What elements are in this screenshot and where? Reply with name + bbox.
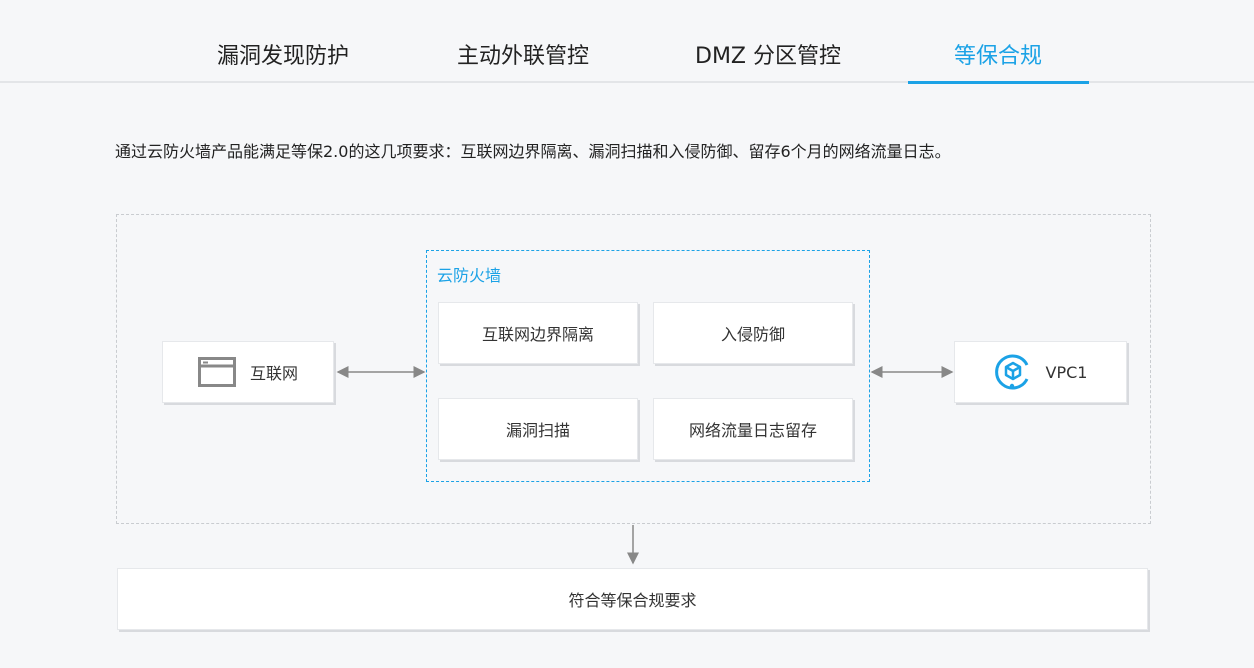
feature-intrusion-prevention: 入侵防御: [653, 302, 853, 364]
vpc-cube-icon: [994, 353, 1032, 391]
tab-dmz-control[interactable]: DMZ 分区管控: [695, 44, 841, 69]
firewall-title: 云防火墙: [437, 266, 502, 285]
internet-label: 互联网: [249, 364, 298, 383]
feature-vuln-scan: 漏洞扫描: [438, 398, 638, 460]
tab-bar: 漏洞发现防护 主动外联管控 DMZ 分区管控 等保合规: [0, 0, 1254, 83]
feature-boundary-isolation: 互联网边界隔离: [438, 302, 638, 364]
vpc-label: VPC1: [1045, 362, 1088, 382]
diagram-boundary: [116, 214, 1151, 524]
description: 通过云防火墙产品能满足等保2.0的这几项要求：互联网边界隔离、漏洞扫描和入侵防御…: [115, 142, 951, 161]
compliance-result: 符合等保合规要求: [117, 568, 1148, 630]
browser-window-icon: [197, 357, 236, 387]
tab-vuln-protection[interactable]: 漏洞发现防护: [216, 44, 350, 69]
vpc-node: VPC1: [954, 341, 1127, 403]
tab-compliance[interactable]: 等保合规: [953, 44, 1043, 69]
internet-node: 互联网: [162, 341, 334, 403]
firewall-group: [426, 250, 870, 482]
feature-log-retention: 网络流量日志留存: [653, 398, 853, 460]
active-tab-indicator: [908, 81, 1089, 84]
tab-outbound-control[interactable]: 主动外联管控: [456, 44, 590, 69]
